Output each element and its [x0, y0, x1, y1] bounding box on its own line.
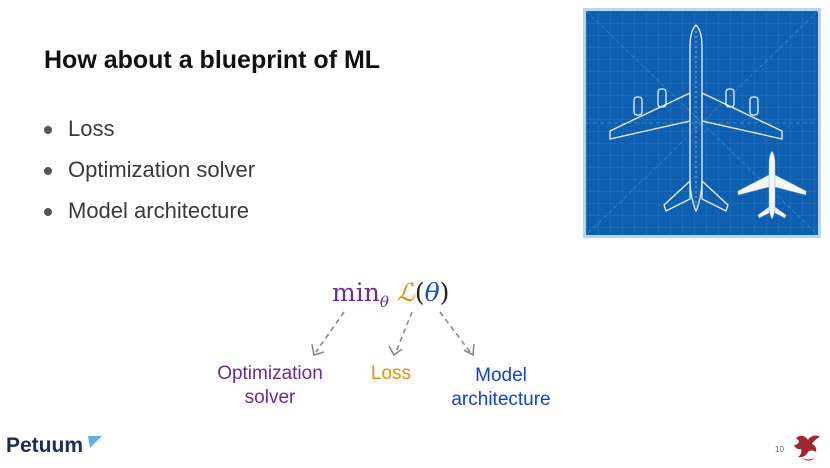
bullet-list: Loss Optimization solver Model architect… — [42, 114, 255, 237]
bullet-dot-icon — [44, 126, 52, 134]
dragon-icon — [794, 435, 820, 461]
petuum-logo-text: Petuum — [6, 434, 84, 457]
bullet-text: Optimization solver — [68, 157, 256, 182]
formula-open-paren: ( — [414, 278, 425, 307]
loss-formula: minθ ℒ(θ) — [332, 278, 449, 311]
airplane-blueprint-icon — [585, 10, 819, 236]
formula-theta: θ — [424, 278, 440, 307]
page-number: 10 — [775, 445, 784, 454]
slide-title: How about a blueprint of ML — [44, 46, 381, 74]
model-architecture-label: Model architecture — [451, 365, 551, 410]
loss-label: Loss — [370, 363, 412, 384]
bullet-item: Loss — [42, 114, 255, 155]
bullet-dot-icon — [44, 208, 52, 216]
bullet-text: Model architecture — [68, 198, 249, 223]
formula-loss-symbol: ℒ — [396, 278, 415, 307]
petuum-logo-mark-icon — [88, 436, 102, 448]
bullet-text: Loss — [68, 116, 115, 141]
bullet-item: Optimization solver — [42, 155, 255, 196]
dashed-arrows-icon — [311, 311, 475, 357]
bullet-item: Model architecture — [42, 196, 255, 237]
bullet-dot-icon — [44, 167, 52, 175]
optimization-solver-label: Optimization solver — [217, 363, 323, 408]
formula-close-paren: ) — [439, 278, 450, 307]
formula-min: minθ — [332, 278, 389, 311]
airplane-blueprint-image — [583, 8, 821, 238]
